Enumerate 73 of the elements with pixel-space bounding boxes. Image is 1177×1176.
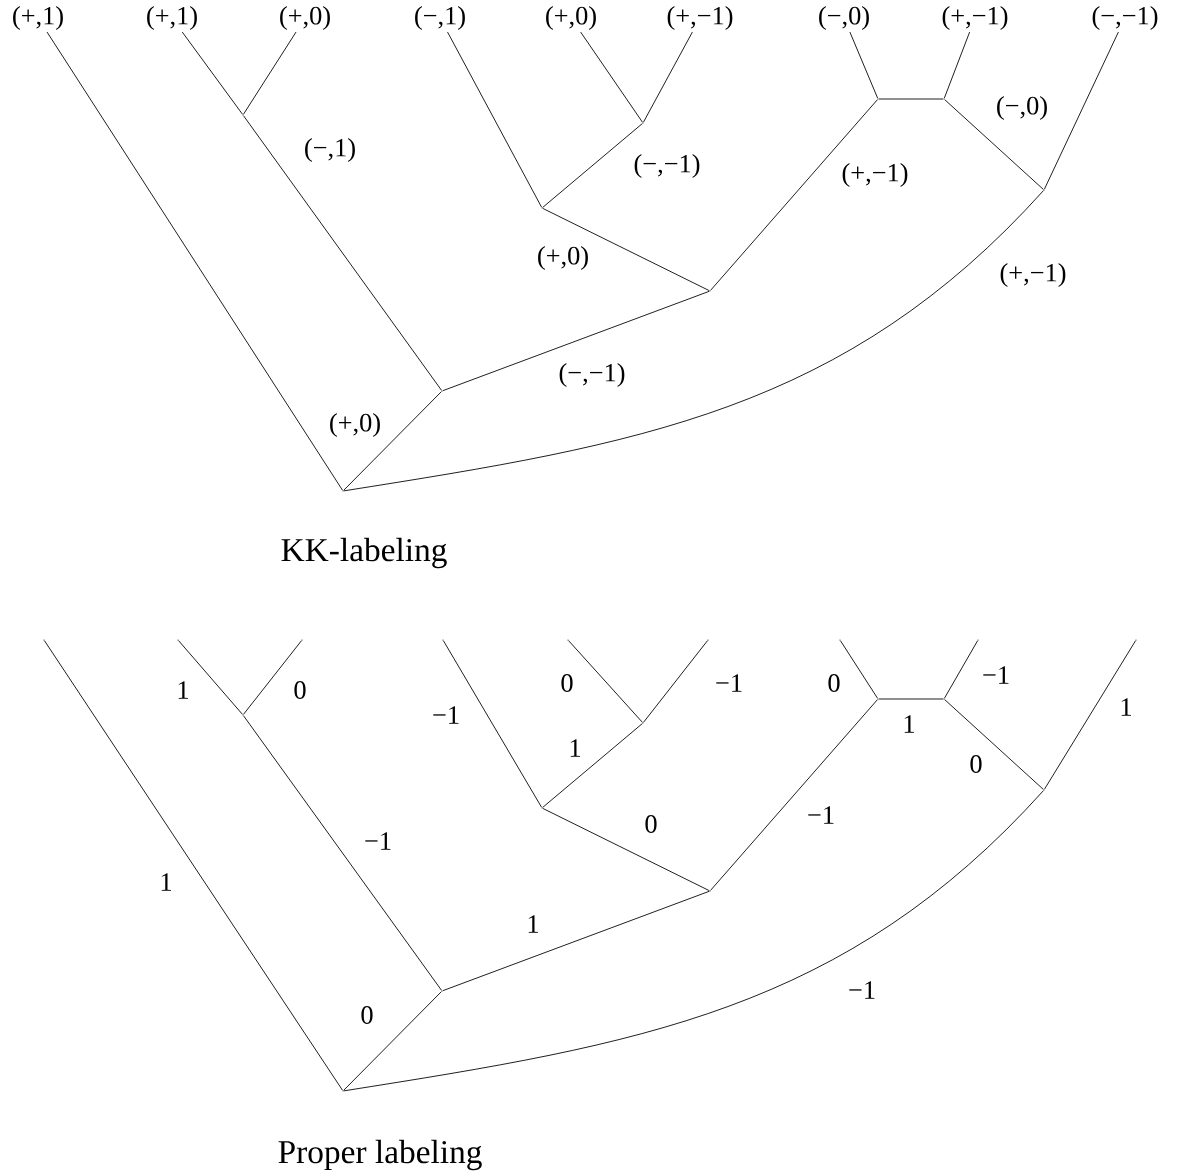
edge-label: −1	[430, 704, 462, 726]
caption: KK-labeling	[281, 537, 447, 569]
leaf-label: (+,1)	[147, 6, 197, 30]
edge-label: 0	[642, 813, 660, 835]
edge-label: 0	[967, 753, 985, 775]
edge-line	[580, 31, 643, 123]
edge-line	[243, 715, 442, 991]
edge-label: (+,−1)	[997, 261, 1069, 289]
edge-line	[442, 290, 710, 392]
edge-line	[944, 99, 1044, 190]
leaf-label: (−,−1)	[1092, 6, 1158, 30]
edge-label: 0	[358, 1004, 376, 1026]
edge-line	[944, 640, 978, 699]
edge-label: 1	[566, 737, 584, 759]
edge-line	[849, 31, 879, 99]
edge-label: (+,0)	[535, 244, 591, 272]
edge-line	[243, 115, 442, 391]
leaf-label: (+,−1)	[942, 6, 1008, 30]
edge-line	[442, 890, 710, 992]
edge-line	[178, 640, 243, 715]
edge-line	[343, 391, 442, 491]
leaf-label: (−,0)	[819, 6, 869, 30]
edge-line	[878, 698, 944, 700]
edge-line	[542, 723, 643, 808]
leaf-label: (+,0)	[280, 6, 330, 30]
caption: Proper labeling	[278, 1139, 482, 1171]
edge-label: (+,0)	[327, 411, 383, 439]
edge-line	[542, 807, 710, 892]
edge-label: (+,−1)	[839, 161, 911, 189]
edge-line	[443, 640, 542, 808]
edge-line	[710, 99, 878, 291]
edge-label: (−,−1)	[631, 152, 703, 180]
edge-line	[343, 190, 1044, 492]
edge-label: 0	[291, 679, 309, 701]
edge-label: 1	[1117, 696, 1135, 718]
edge-label: −1	[362, 830, 394, 852]
edge-line	[343, 790, 1044, 1092]
edge-line	[944, 699, 1044, 790]
edge-label: (−,0)	[994, 94, 1050, 122]
edge-label: 0	[825, 672, 843, 694]
edge-line	[181, 31, 243, 115]
edge-line	[46, 31, 343, 491]
edge-label: −1	[980, 664, 1012, 686]
edge-label: −1	[713, 672, 745, 694]
edge-line	[343, 991, 442, 1091]
leaf-label: (+,1)	[13, 6, 63, 30]
edge-label: −1	[805, 804, 837, 826]
edge-line	[643, 640, 708, 723]
edge-line	[710, 699, 878, 891]
edge-line	[542, 207, 710, 292]
edge-line	[447, 31, 543, 208]
edge-label: (−,−1)	[556, 361, 628, 389]
leaf-label: (+,0)	[546, 6, 596, 30]
leaf-label: (−,1)	[415, 6, 465, 30]
leaf-label: (+,−1)	[667, 6, 733, 30]
edge-label: 1	[157, 871, 175, 893]
edge-label: 1	[174, 679, 192, 701]
edge-line	[943, 31, 971, 99]
edge-label: 1	[524, 913, 542, 935]
edge-label: −1	[846, 979, 878, 1001]
edge-line	[243, 640, 302, 715]
edge-line	[642, 31, 693, 123]
edge-label: 0	[558, 672, 576, 694]
edge-line	[878, 98, 944, 100]
edge-line	[1043, 31, 1119, 190]
edge-line	[44, 640, 343, 1091]
edge-line	[243, 31, 297, 115]
edge-label: (−,1)	[302, 136, 358, 164]
edge-line	[542, 123, 643, 208]
edge-line	[1044, 640, 1136, 790]
edge-line	[840, 640, 878, 699]
edge-label: 1	[900, 713, 918, 735]
edge-line	[568, 640, 643, 723]
